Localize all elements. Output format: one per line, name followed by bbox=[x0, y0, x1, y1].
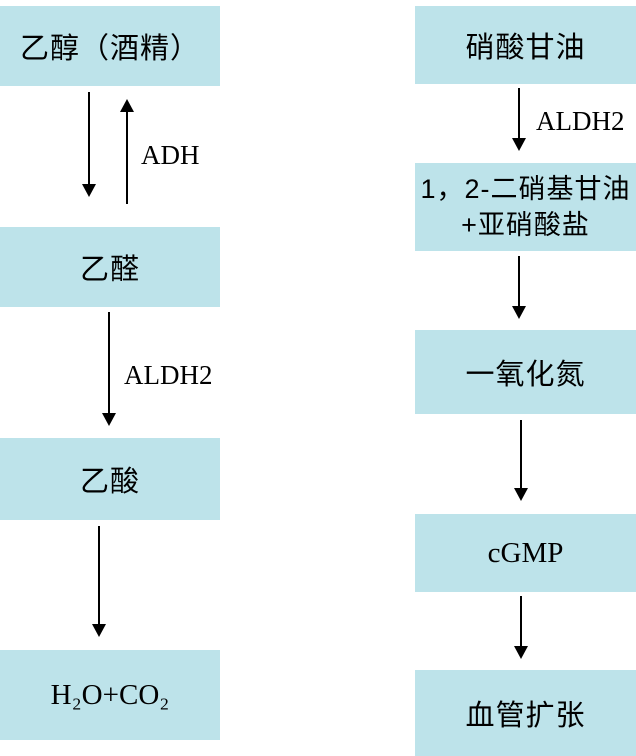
node-nitroglycerin: 硝酸甘油 bbox=[415, 6, 636, 84]
edge-label-aldh2-left: ALDH2 bbox=[124, 360, 213, 390]
node-water-co2: H₂O+CO₂ bbox=[0, 650, 220, 740]
node-vasodilation: 血管扩张 bbox=[415, 670, 636, 756]
arrow-ethanol-to-acetaldehyde-icon bbox=[82, 92, 96, 197]
arrow-cgmp-to-vasodilation-icon bbox=[514, 596, 528, 659]
arrow-acetaldehyde-to-acetate-icon bbox=[102, 312, 116, 426]
arrow-nitroglycerin-to-dinitroglycerin-icon bbox=[512, 88, 526, 151]
edge-label-aldh2-right: ALDH2 bbox=[536, 106, 625, 136]
arrow-acetate-to-water-co2-icon bbox=[92, 526, 106, 637]
edge-label-adh: ADH bbox=[141, 140, 200, 170]
node-nitric-oxide: 一氧化氮 bbox=[415, 330, 636, 414]
node-dinitroglycerin-nitrite: 1，2-二硝基甘油 +亚硝酸盐 bbox=[415, 163, 636, 251]
node-acetate: 乙酸 bbox=[0, 438, 220, 520]
arrow-acetaldehyde-to-ethanol-icon bbox=[120, 99, 134, 204]
node-ethanol: 乙醇（酒精） bbox=[0, 6, 220, 86]
arrow-nitric-oxide-to-cgmp-icon bbox=[514, 420, 528, 501]
node-acetaldehyde: 乙醛 bbox=[0, 227, 220, 307]
node-cgmp: cGMP bbox=[415, 514, 636, 592]
arrow-dinitroglycerin-to-nitric-oxide-icon bbox=[512, 256, 526, 319]
